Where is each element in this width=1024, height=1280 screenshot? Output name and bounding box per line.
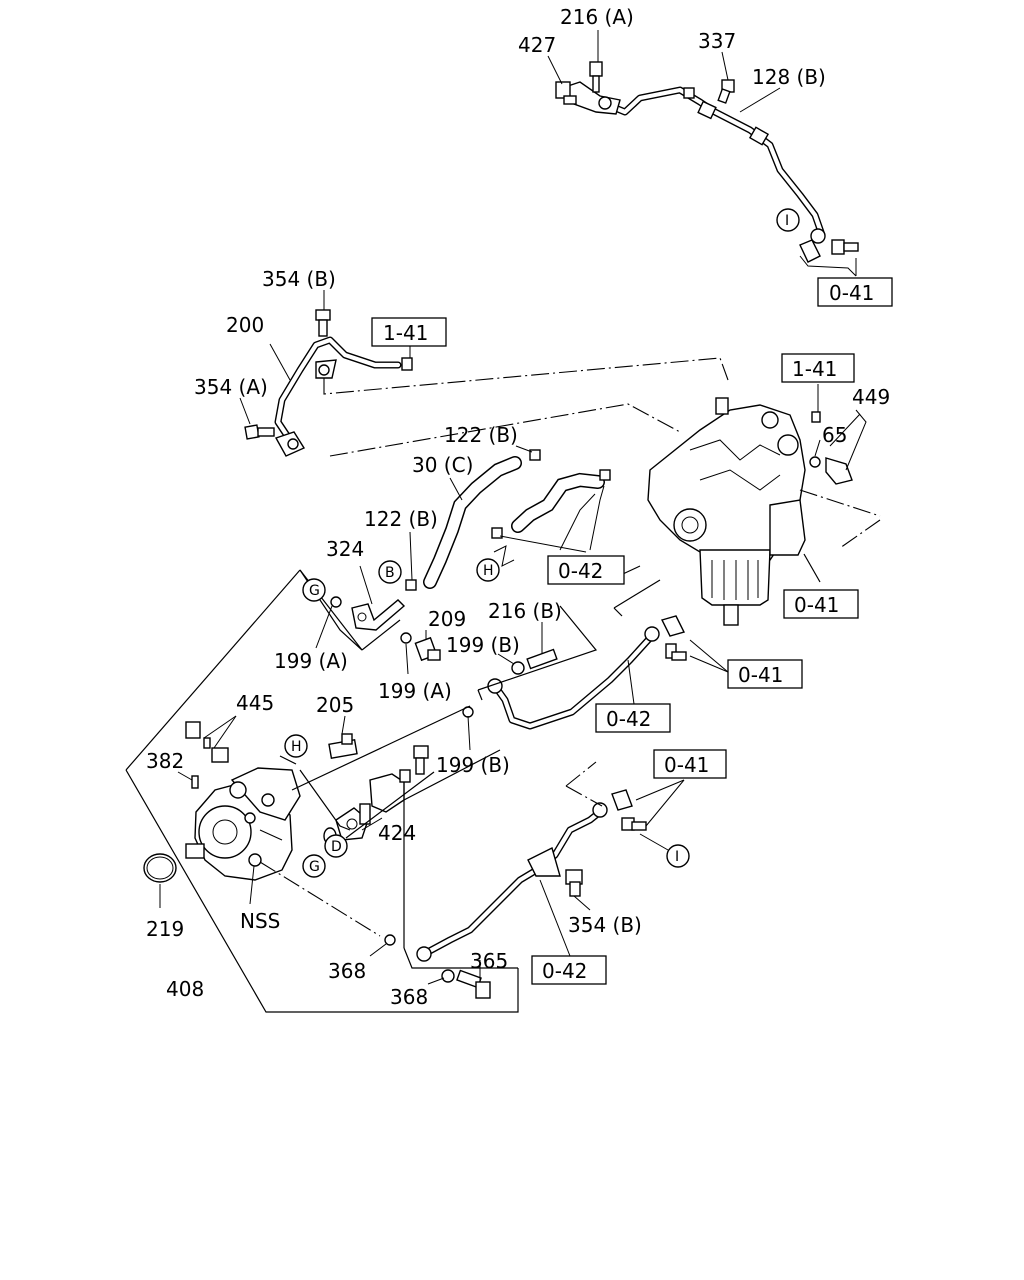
ref-box-0-41-center: 0-41 — [738, 663, 783, 687]
circle-mark-g-upper: G — [309, 583, 320, 599]
label-30c: 30 (C) — [412, 453, 473, 477]
hose-30c — [405, 449, 611, 591]
label-382: 382 — [146, 749, 184, 773]
label-324: 324 — [326, 537, 364, 561]
label-122b-lower: 122 (B) — [364, 507, 438, 531]
fuel-filter-assembly — [647, 397, 853, 626]
circle-mark-g-lower: G — [309, 859, 320, 875]
label-200: 200 — [226, 313, 264, 337]
label-424: 424 — [378, 821, 416, 845]
label-219: 219 — [146, 917, 184, 941]
label-368-upper: 368 — [328, 959, 366, 983]
label-368-lower: 368 — [390, 985, 428, 1009]
label-209: 209 — [428, 607, 466, 631]
label-128b: 128 (B) — [752, 65, 826, 89]
ref-box-1-41-right: 1-41 — [792, 357, 837, 381]
label-365: 365 — [470, 949, 508, 973]
part-labels: 216 (A) 427 337 128 (B) 354 (B) 200 354 … — [146, 5, 890, 1009]
label-199a-left: 199 (A) — [274, 649, 348, 673]
ref-box-0-41-lower: 0-41 — [664, 753, 709, 777]
label-427: 427 — [518, 33, 556, 57]
ref-box-0-42-hose: 0-42 — [558, 559, 603, 583]
label-408: 408 — [166, 977, 204, 1001]
reference-boxes: 0-41 1-41 1-41 0-42 0-41 0-41 0-42 0-41 … — [371, 277, 893, 985]
pipe-200 — [244, 309, 413, 457]
ref-box-0-42-bottom: 0-42 — [542, 959, 587, 983]
label-216b: 216 (B) — [488, 599, 562, 623]
label-199a-center: 199 (A) — [378, 679, 452, 703]
fuel-pipe-lower — [416, 789, 647, 962]
circle-mark-i-top: I — [785, 213, 789, 229]
fuel-line-128b — [555, 61, 859, 263]
bracket-324 — [330, 596, 558, 675]
circle-mark-i-bottom: I — [675, 849, 679, 865]
label-354b-bottom: 354 (B) — [568, 913, 642, 937]
ref-box-0-41-top: 0-41 — [829, 281, 874, 305]
circle-mark-b: B — [385, 565, 395, 581]
frame-lines — [125, 553, 821, 1013]
label-199b-lower: 199 (B) — [436, 753, 510, 777]
label-449: 449 — [852, 385, 890, 409]
fuel-pipe-center — [487, 615, 687, 730]
ref-box-0-41-filter: 0-41 — [794, 593, 839, 617]
label-337: 337 — [698, 29, 736, 53]
label-199b-upper: 199 (B) — [446, 633, 520, 657]
ref-box-1-41-left: 1-41 — [383, 321, 428, 345]
circle-mark-h-lower: H — [291, 739, 302, 755]
ref-box-0-42-center: 0-42 — [606, 707, 651, 731]
injection-pump — [143, 706, 491, 999]
dash-lines — [259, 357, 881, 937]
label-445: 445 — [236, 691, 274, 715]
label-216a: 216 (A) — [560, 5, 634, 29]
circle-marks: I B H G H D G I — [284, 208, 800, 878]
label-nss: NSS — [240, 909, 280, 933]
label-65: 65 — [822, 423, 847, 447]
circle-mark-d: D — [331, 839, 342, 855]
label-122b-upper: 122 (B) — [444, 423, 518, 447]
label-205: 205 — [316, 693, 354, 717]
label-354a: 354 (A) — [194, 375, 268, 399]
circle-mark-h-upper: H — [483, 563, 494, 579]
label-354b-top: 354 (B) — [262, 267, 336, 291]
